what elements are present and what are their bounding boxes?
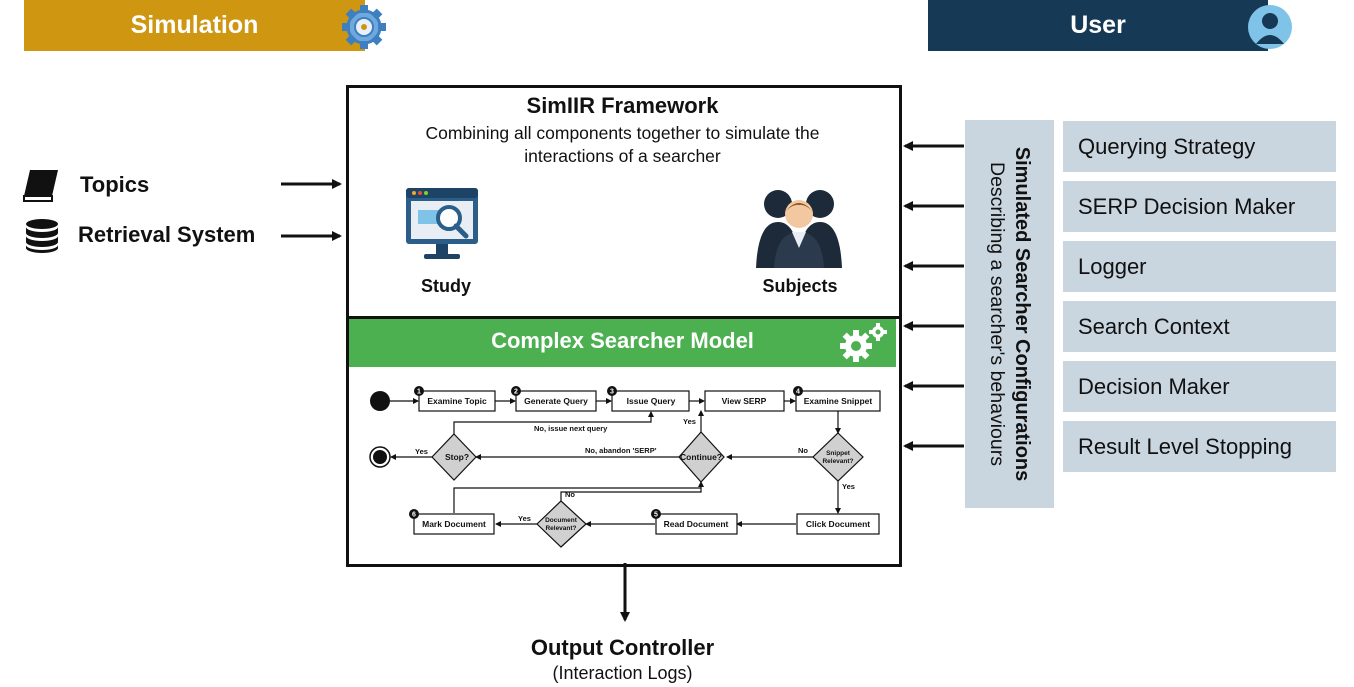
config-serp-decision-maker: SERP Decision Maker: [1063, 181, 1336, 232]
study-monitor-icon: [406, 188, 478, 259]
flow-snippet-relevant-1: Snippet: [826, 450, 851, 457]
configurations-title: Simulated Searcher Configurations: [1011, 146, 1033, 482]
flow-read-document: Read Document: [664, 519, 729, 529]
step-3-number: 3: [610, 389, 614, 396]
simulation-header: Simulation: [24, 0, 365, 51]
config-search-context: Search Context: [1063, 301, 1336, 352]
flow-mark-document: Mark Document: [422, 519, 486, 529]
searcher-flowchart: 1 2 3 4 5 6 Examine Topic Generate Query…: [369, 386, 881, 548]
flow-end-node: [369, 446, 391, 468]
searcher-configurations-panel: [965, 120, 1054, 508]
flow-yes-stop: Yes: [415, 447, 428, 456]
database-icon: [26, 219, 58, 253]
step-2-number: 2: [514, 389, 518, 396]
flow-generate-query: Generate Query: [524, 396, 588, 406]
complex-searcher-model-box: [346, 316, 902, 567]
config-result-level-stopping: Result Level Stopping: [1063, 421, 1336, 472]
study-label: Study: [420, 276, 471, 296]
step-1-number: 1: [417, 389, 421, 396]
gears-icon: [840, 323, 887, 362]
model-title: Complex Searcher Model: [491, 328, 754, 353]
config-decision-maker: Decision Maker: [1063, 361, 1336, 412]
flow-no-snippet: No: [798, 446, 808, 455]
step-6-number: 6: [412, 512, 416, 519]
flow-yes-snippet: Yes: [842, 482, 855, 491]
book-icon: [23, 170, 58, 202]
flow-snippet-relevant-2: Relevant?: [822, 458, 853, 465]
flow-examine-topic: Examine Topic: [427, 396, 487, 406]
output-controller-subtitle: (Interaction Logs): [552, 663, 693, 683]
flow-document-relevant-1: Document: [545, 517, 578, 524]
step-4-number: 4: [796, 389, 800, 396]
configurations-label: Simulated Searcher Configurations Descri…: [984, 147, 1034, 482]
output-controller-title: Output Controller: [530, 635, 715, 660]
flow-issue-query: Issue Query: [627, 396, 676, 406]
user-avatar-icon: [1248, 5, 1292, 49]
config-querying-strategy: Querying Strategy: [1063, 121, 1336, 172]
flow-examine-snippet: Examine Snippet: [804, 396, 873, 406]
user-title: User: [1070, 11, 1126, 39]
gear-icon: [342, 5, 386, 49]
flow-continue: Continue?: [680, 452, 722, 462]
flow-no-issue-next-query: No, issue next query: [534, 424, 608, 433]
user-header: User: [928, 0, 1268, 51]
framework-title: SimIIR Framework: [526, 93, 719, 118]
flow-stop: Stop?: [445, 452, 469, 462]
flow-no-abandon-serp: No, abandon 'SERP': [585, 446, 657, 455]
framework-subtitle: Combining all components together to sim…: [425, 123, 820, 166]
flow-view-serp: View SERP: [722, 396, 767, 406]
flow-click-document: Click Document: [806, 519, 870, 529]
flow-yes-continue: Yes: [683, 417, 696, 426]
subjects-people-icon: [756, 190, 842, 268]
retrieval-system-label: Retrieval System: [78, 222, 256, 247]
simulation-title: Simulation: [130, 11, 259, 39]
flow-start-node: [370, 391, 390, 411]
flow-no-document: No: [565, 490, 575, 499]
configurations-subtitle: Describing a searcher's behaviours: [986, 162, 1008, 466]
flow-yes-document: Yes: [518, 514, 531, 523]
subjects-label: Subjects: [762, 276, 838, 296]
model-title-bar: [349, 319, 896, 367]
topics-label: Topics: [80, 172, 150, 197]
step-5-number: 5: [654, 512, 658, 519]
flow-document-relevant-2: Relevant?: [545, 525, 576, 532]
config-logger: Logger: [1063, 241, 1336, 292]
